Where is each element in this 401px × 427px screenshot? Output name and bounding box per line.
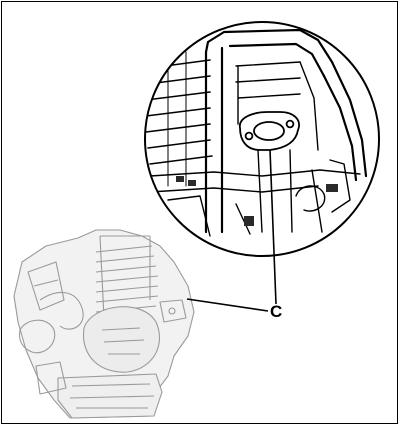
detail-components [176,176,338,226]
exhaust-flange [239,111,300,151]
carburetor [27,261,65,311]
tank-ribs [69,383,155,409]
engine-overview [13,229,195,419]
port-bolt [168,307,176,315]
fuel-line-loop [39,291,84,330]
fuel-tank [57,373,163,419]
frame-handle [99,235,151,319]
leader-line-detail [269,149,277,305]
detail-magnifier [144,21,380,257]
leader-line-overview [186,298,269,312]
detail-shroud [149,61,361,237]
exhaust-port [159,299,187,323]
recoil-starter [18,319,56,354]
mount-bracket [35,361,67,395]
detail-frame [204,28,368,234]
flange-bolt-left [244,131,254,141]
flange-bolt-right [285,119,295,129]
air-filter-cover [82,306,161,373]
filter-ribs [101,327,145,355]
callout-label-c: C [270,302,283,321]
